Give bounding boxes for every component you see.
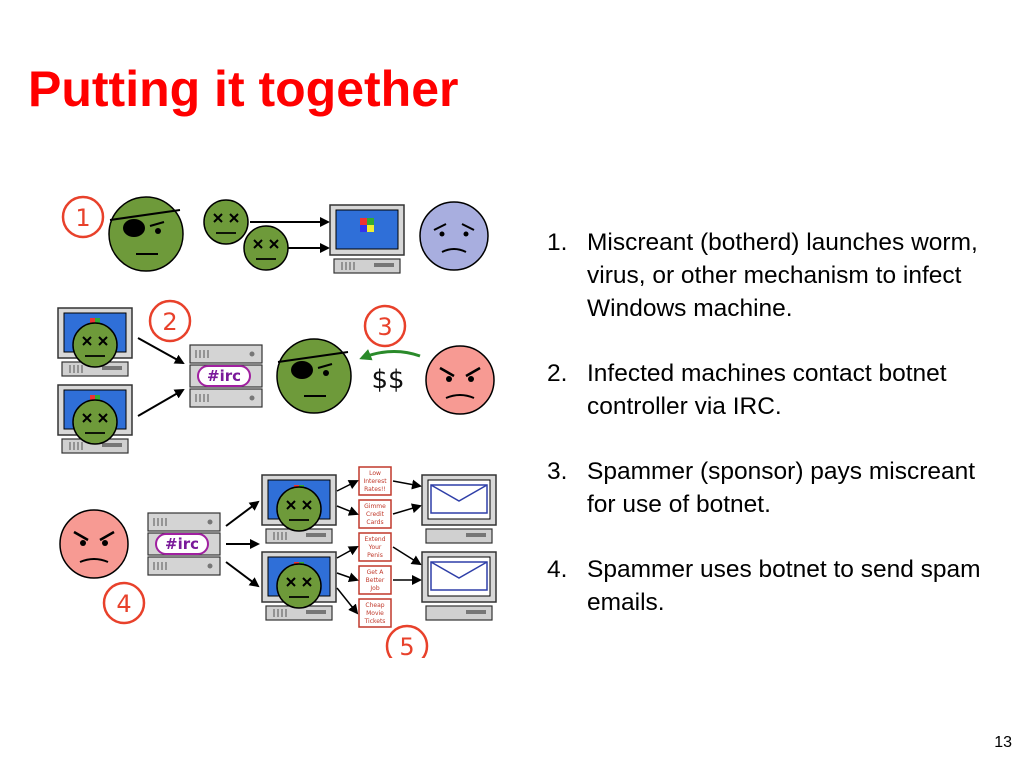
svg-text:Extend: Extend [365,536,386,543]
page-number: 13 [994,734,1012,751]
spam-subject-3: Get A Better Job [358,565,392,595]
windows-machine-icon [329,204,405,274]
spammer-sponsor-icon [424,344,496,416]
svg-text:Credit: Credit [366,511,385,518]
svg-text:Rates!!: Rates!! [364,486,386,493]
svg-text:5: 5 [399,633,414,658]
svg-text:Your: Your [368,544,382,551]
step-item: 3. Spammer (sponsor) pays miscreant for … [547,455,987,521]
svg-text:4: 4 [116,590,131,618]
svg-text:Tickets: Tickets [364,618,386,625]
step-number: 1. [547,229,568,256]
step-number: 2. [547,360,568,387]
svg-text:Better: Better [366,577,385,584]
svg-text:#irc: #irc [165,535,199,553]
steps-list: 1. Miscreant (botherd) launches worm, vi… [547,226,987,651]
svg-text:Gimme: Gimme [364,503,386,510]
step-text: Infected machines contact botnet control… [587,360,947,420]
spam-subject-0: Low Interest Rates!! [358,466,392,496]
bot-machine-icon [261,474,337,544]
svg-text:Penis: Penis [367,552,383,559]
botnet-diagram: 1 2 #irc [57,195,497,658]
svg-text:Cheap: Cheap [365,602,384,609]
svg-text:Job: Job [369,585,379,592]
spammer-sponsor-icon [58,508,130,580]
step-item: 2. Infected machines contact botnet cont… [547,357,987,423]
irc-server-icon: #irc [189,344,263,408]
bot-machine-icon [261,551,337,621]
svg-text:1: 1 [75,204,90,232]
step-number: 4. [547,556,568,583]
recipient-mail-icon [421,551,497,621]
slide-title: Putting it together [28,61,459,117]
svg-text:3: 3 [377,313,392,341]
infected-machine-icon [57,307,133,377]
step-marker-4: 4 [102,581,146,625]
step-text: Spammer uses botnet to send spam emails. [587,556,981,616]
miscreant-botherd-icon [108,196,184,272]
infected-machine-icon [57,384,133,454]
spam-subject-1: Gimme Credit Cards [358,499,392,529]
step-marker-1: 1 [61,195,105,239]
spam-subject-4: Cheap Movie Tickets [358,598,392,628]
recipient-mail-icon [421,474,497,544]
payment-arrow [359,349,421,361]
svg-text:#irc: #irc [207,367,241,385]
svg-text:Low: Low [369,470,381,477]
svg-text:Movie: Movie [366,610,384,617]
svg-text:2: 2 [162,308,177,336]
svg-text:Interest: Interest [363,478,387,485]
step-item: 1. Miscreant (botherd) launches worm, vi… [547,226,987,325]
svg-text:Cards: Cards [366,519,383,526]
step-item: 4. Spammer uses botnet to send spam emai… [547,553,987,619]
svg-text:Get A: Get A [367,569,385,576]
step-text: Miscreant (botherd) launches worm, virus… [587,229,978,322]
step-text: Spammer (sponsor) pays miscreant for use… [587,458,976,518]
step-marker-5: 5 [385,624,429,658]
miscreant-botherd-icon [276,338,352,414]
spam-subject-2: Extend Your Penis [358,532,392,562]
step-marker-2: 2 [148,299,192,343]
victim-sad-face-icon [419,201,489,271]
payment-label: $$ [371,365,404,395]
step-marker-3: 3 [363,304,407,348]
irc-server-icon: #irc [147,512,221,576]
step-number: 3. [547,458,568,485]
worm-payload-icon [203,199,289,271]
